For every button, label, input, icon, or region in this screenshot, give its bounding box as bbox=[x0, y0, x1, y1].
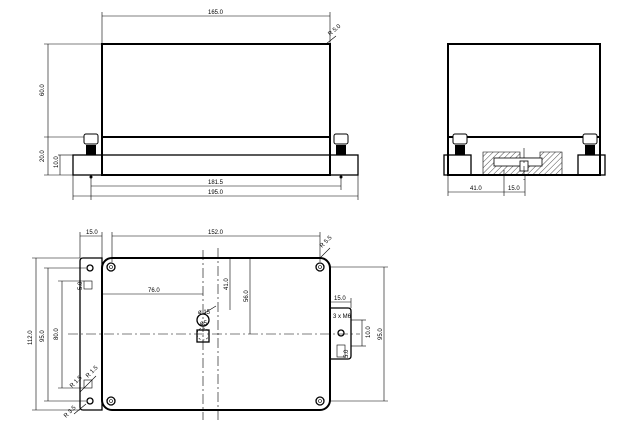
plan-right-tab bbox=[329, 307, 352, 360]
dim-plan-inner-height: 95.0 bbox=[40, 330, 46, 342]
side-view: 41.0 15.0 bbox=[443, 43, 606, 196]
side-left-screw-head bbox=[452, 133, 468, 145]
left-screw-shank bbox=[86, 145, 96, 155]
dim-plan-center-y: 41.0 bbox=[224, 278, 230, 290]
tab-slot bbox=[336, 344, 346, 358]
dim-radius-c: R 3.5 bbox=[63, 405, 78, 420]
dim-hole-dia-1: ø 15 bbox=[198, 310, 211, 316]
hole-bottom-right bbox=[315, 396, 325, 406]
side-left-screw-shank bbox=[455, 145, 465, 155]
dim-right-slot: 5.0 bbox=[344, 349, 350, 358]
dim-right-flange: 15.0 bbox=[334, 296, 346, 302]
dim-side-offset: 41.0 bbox=[470, 186, 482, 192]
dim-side-slot: 15.0 bbox=[508, 186, 520, 192]
dim-flange-height: 20.0 bbox=[40, 150, 46, 162]
hole-top-right bbox=[315, 262, 325, 272]
dim-hole-dia-2: ø5 bbox=[200, 321, 208, 327]
dim-plan-flange: 15.0 bbox=[86, 230, 98, 236]
dim-radius-a: R 1.5 bbox=[69, 375, 84, 390]
section-slot bbox=[493, 157, 543, 167]
front-view: 165.0 R 5.0 60.0 20.0 10.0 181.5 195.0 bbox=[40, 10, 359, 200]
flange-hole-bottom bbox=[86, 397, 94, 405]
dim-plan-length: 152.0 bbox=[208, 230, 224, 236]
hole-top-left bbox=[106, 262, 116, 272]
dim-plan-slot-height: 80.0 bbox=[54, 328, 60, 340]
dim-flange-sub: 10.0 bbox=[54, 156, 60, 168]
right-screw-shank bbox=[336, 145, 346, 155]
tab-hole bbox=[337, 329, 345, 337]
plan-left-flange bbox=[79, 257, 103, 411]
left-screw-head bbox=[83, 133, 99, 145]
side-right-screw-shank bbox=[585, 145, 595, 155]
dim-plan-corner: R 5.5 bbox=[319, 235, 334, 250]
flange-slot-bottom bbox=[83, 379, 93, 389]
plan-view: 15.0 152.0 R 5.5 112.0 95.0 80.0 5.0 76.… bbox=[28, 230, 388, 420]
right-screw-head bbox=[333, 133, 349, 145]
dim-inner-width: 181.5 bbox=[208, 180, 224, 186]
dim-overall-width: 195.0 bbox=[208, 190, 224, 196]
side-upper-body bbox=[447, 43, 601, 138]
front-flange bbox=[72, 154, 359, 176]
flange-slot-top bbox=[83, 280, 93, 290]
dim-plan-offset: 76.0 bbox=[148, 288, 160, 294]
right-foot-mark bbox=[339, 175, 343, 179]
dim-plan-slot-width: 5.0 bbox=[78, 281, 84, 290]
dim-plan-height: 112.0 bbox=[28, 330, 34, 345]
dim-plan-center-h: 56.0 bbox=[244, 290, 250, 302]
left-foot-mark bbox=[89, 175, 93, 179]
dim-top-width: 165.0 bbox=[208, 10, 224, 16]
flange-hole-top bbox=[86, 264, 94, 272]
dim-top-height: 60.0 bbox=[40, 84, 46, 96]
dim-radius-b: R 1.5 bbox=[85, 365, 100, 380]
dim-right-gap: 10.0 bbox=[366, 326, 372, 338]
front-upper-body bbox=[101, 43, 331, 138]
front-lower-body bbox=[101, 136, 331, 176]
dim-screw: 3 x M6 bbox=[333, 314, 352, 320]
hole-bottom-left bbox=[106, 396, 116, 406]
side-right-screw-head bbox=[582, 133, 598, 145]
dim-right-height: 95.0 bbox=[378, 328, 384, 340]
